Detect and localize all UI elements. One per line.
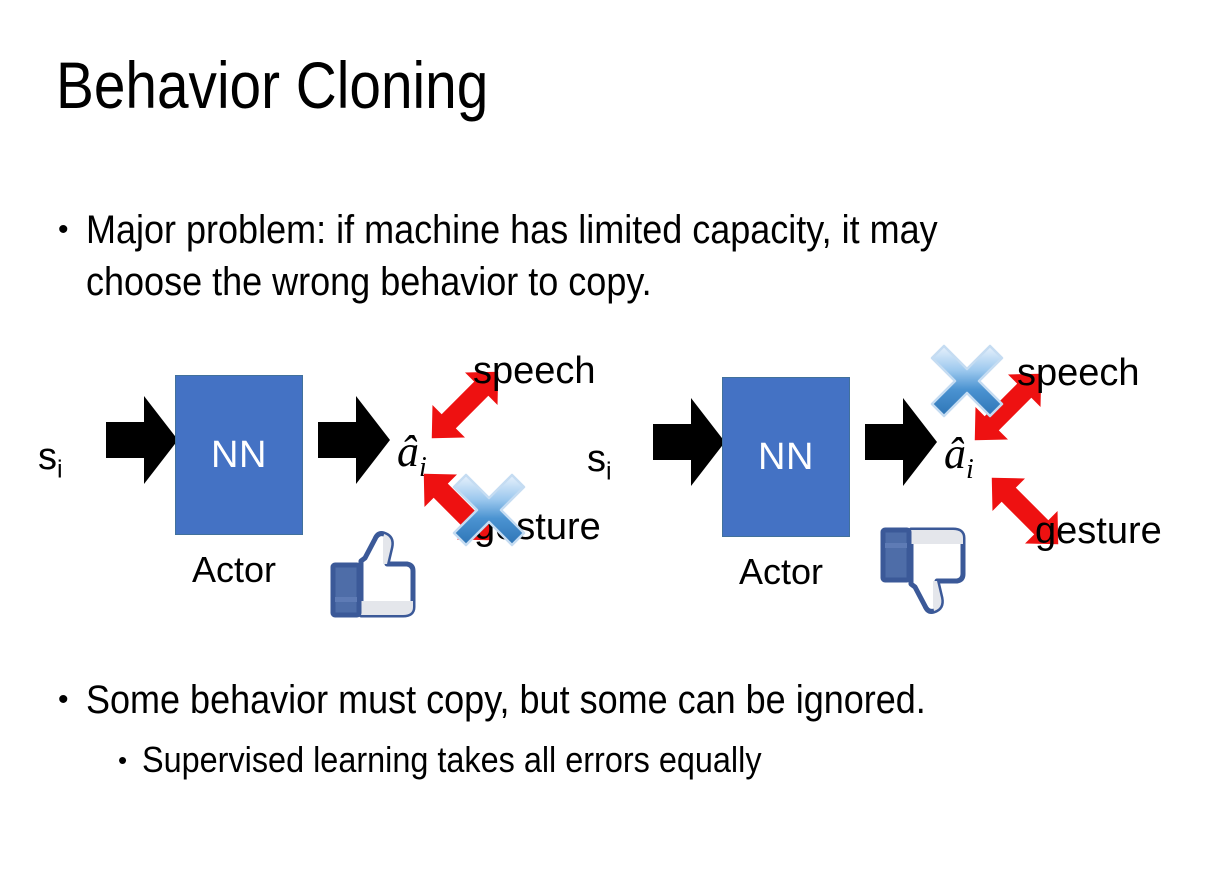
branch-arrow-speech-right <box>943 342 1073 472</box>
action-subscript-right: i <box>966 453 974 485</box>
thumbs-up-icon-left <box>325 527 421 623</box>
nn-box-label-left: NN <box>211 434 267 476</box>
bullet-marker-icon: • <box>58 683 69 716</box>
cross-out-x-icon-gesture-left <box>450 471 528 549</box>
state-symbol-left: s <box>38 436 57 478</box>
branch-label-gesture-right: gesture <box>1035 510 1162 552</box>
diagram-right-negative-case: si NN Actor âi speech <box>565 330 1185 640</box>
state-subscript-left: i <box>57 455 63 484</box>
action-symbol-left: â <box>397 427 419 476</box>
cross-out-x-icon-speech-right <box>928 342 1006 420</box>
bullet-marker-icon: • <box>118 745 128 775</box>
slide-title: Behavior Cloning <box>56 48 489 122</box>
action-output-label-left: âi <box>397 430 427 490</box>
bullet-marker-icon: • <box>58 213 69 246</box>
thumbs-down-icon-right <box>875 522 971 618</box>
diagram-left-positive-case: si NN Actor âi speech <box>20 330 620 640</box>
nn-box-left: NN <box>175 375 303 535</box>
action-output-label-right: âi <box>944 432 974 492</box>
state-input-label-left: si <box>38 438 63 483</box>
branch-label-speech-left: speech <box>473 350 596 392</box>
bullet-text-2: Some behavior must copy, but some can be… <box>86 678 926 722</box>
input-arrow-icon-right <box>653 394 725 490</box>
bullet-text-1: Major problem: if machine has limited ca… <box>86 208 938 304</box>
output-arrow-icon-right <box>865 394 937 490</box>
bullet-item-1: • Major problem: if machine has limited … <box>58 204 1128 308</box>
state-symbol-right: s <box>587 438 606 480</box>
action-subscript-left: i <box>419 451 427 483</box>
bullet-text-3: Supervised learning takes all errors equ… <box>142 739 762 780</box>
branch-arrow-speech-left <box>400 340 530 470</box>
state-subscript-right: i <box>606 457 612 486</box>
bullet-item-2: • Some behavior must copy, but some can … <box>58 674 1168 726</box>
output-arrow-icon-left <box>318 392 390 488</box>
branch-label-speech-right: speech <box>1017 352 1140 394</box>
input-arrow-icon-left <box>106 392 178 488</box>
state-input-label-right: si <box>587 440 612 485</box>
actor-label-right: Actor <box>739 551 824 592</box>
action-symbol-right: â <box>944 429 966 478</box>
branch-arrow-gesture-right <box>960 446 1090 576</box>
bullet-item-3: • Supervised learning takes all errors e… <box>118 736 1168 784</box>
actor-label-left: Actor <box>192 549 277 590</box>
nn-box-label-right: NN <box>758 436 814 478</box>
nn-box-right: NN <box>722 377 850 537</box>
